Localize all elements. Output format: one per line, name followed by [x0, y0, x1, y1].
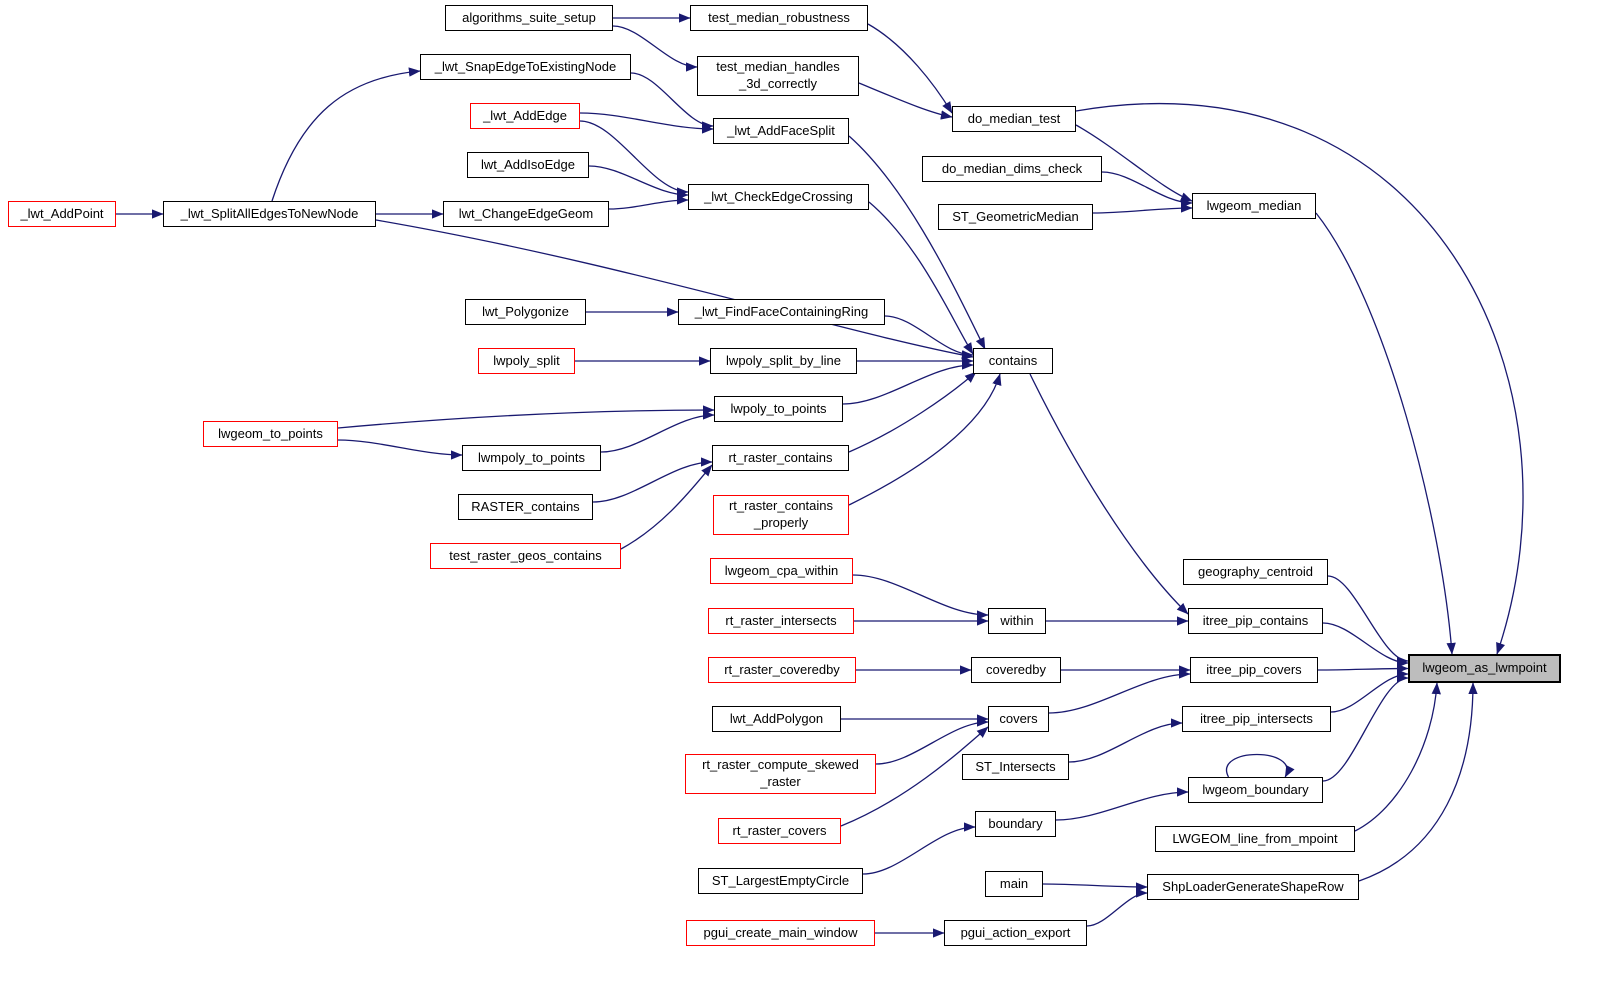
edge-itree_pip_covers-to-lwgeom_as_lwmpoint: [1317, 663, 1409, 674]
graph-node-lwt_AddPoint[interactable]: _lwt_AddPoint: [8, 201, 116, 227]
edge-lwgeom_cpa_within-to-within: [852, 574, 989, 620]
edge-test_raster_geos_contains-to-rt_raster_contains: [620, 464, 713, 550]
graph-node-main[interactable]: main: [985, 871, 1043, 897]
edge-do_median_test-to-lwgeom_median: [1075, 124, 1193, 202]
graph-node-lwt_SnapEdgeToExistingNode[interactable]: _lwt_SnapEdgeToExistingNode: [420, 54, 631, 80]
graph-node-test_median_handles_3d[interactable]: test_median_handles _3d_correctly: [697, 56, 859, 96]
graph-node-rt_raster_coveredby[interactable]: rt_raster_coveredby: [708, 657, 856, 683]
edge-rt_raster_compute_skewed_raster-to-covers: [875, 717, 989, 765]
graph-node-lwpoly_split_by_line[interactable]: lwpoly_split_by_line: [710, 348, 857, 374]
graph-node-pgui_create_main_window[interactable]: pgui_create_main_window: [686, 920, 875, 946]
edge-lwgeom_boundary-to-lwgeom_as_lwmpoint: [1322, 673, 1409, 782]
edge-rt_raster_covers-to-covers: [840, 726, 989, 827]
edge-do_median_dims_check-to-lwgeom_median: [1101, 171, 1193, 208]
edge-do_median_test-to-lwgeom_as_lwmpoint: [1075, 103, 1524, 655]
edge-lwgeom_to_points-to-lwpoly_to_points: [337, 405, 715, 429]
graph-node-LWGEOM_line_from_mpoint[interactable]: LWGEOM_line_from_mpoint: [1155, 826, 1355, 852]
edge-test_median_handles_3d-to-do_median_test: [858, 82, 953, 120]
edge-pgui_action_export-to-ShpLoaderGenerateShapeRow: [1086, 888, 1148, 927]
edge-algorithms_suite_setup-to-test_median_handles_3d: [612, 25, 698, 72]
graph-node-do_median_dims_check[interactable]: do_median_dims_check: [922, 156, 1102, 182]
edge-lwgeom_boundary-to-lwgeom_boundary: [1225, 753, 1295, 778]
graph-node-lwt_SplitAllEdgesToNewNode[interactable]: _lwt_SplitAllEdgesToNewNode: [163, 201, 376, 227]
edge-lwgeom_to_points-to-lwmpoly_to_points: [337, 439, 463, 460]
graph-node-lwpoly_split[interactable]: lwpoly_split: [478, 348, 575, 374]
graph-node-rt_raster_contains[interactable]: rt_raster_contains: [712, 445, 849, 471]
edge-lwpoly_to_points-to-contains: [842, 360, 974, 405]
graph-node-rt_raster_covers[interactable]: rt_raster_covers: [718, 818, 841, 844]
edge-covers-to-itree_pip_covers: [1048, 669, 1191, 714]
edge-lwmpoly_to_points-to-lwpoly_to_points: [600, 410, 715, 453]
graph-node-RASTER_contains[interactable]: RASTER_contains: [458, 494, 593, 520]
edge-rt_raster_contains_properly-to-contains: [848, 373, 1002, 506]
graph-node-ST_LargestEmptyCircle[interactable]: ST_LargestEmptyCircle: [698, 868, 863, 894]
graph-node-ST_Intersects[interactable]: ST_Intersects: [962, 754, 1069, 780]
edge-lwt_SnapEdgeToExistingNode-to-lwt_AddFaceSplit: [630, 72, 714, 131]
graph-node-coveredby[interactable]: coveredby: [971, 657, 1061, 683]
edge-ST_GeometricMedian-to-lwgeom_median: [1092, 203, 1193, 214]
edge-lwt_AddFaceSplit-to-contains: [848, 135, 986, 350]
edge-lwt_CheckEdgeCrossing-to-contains: [868, 201, 974, 355]
graph-node-do_median_test[interactable]: do_median_test: [952, 106, 1076, 132]
graph-node-itree_pip_covers[interactable]: itree_pip_covers: [1190, 657, 1318, 683]
graph-node-lwgeom_boundary[interactable]: lwgeom_boundary: [1188, 777, 1323, 803]
graph-node-covers[interactable]: covers: [988, 706, 1049, 732]
graph-node-lwt_AddFaceSplit[interactable]: _lwt_AddFaceSplit: [713, 118, 849, 144]
edge-lwt_AddEdge-to-lwt_AddFaceSplit: [579, 112, 714, 134]
graph-node-ST_GeometricMedian[interactable]: ST_GeometricMedian: [938, 204, 1093, 230]
graph-node-rt_raster_contains_properly[interactable]: rt_raster_contains _properly: [713, 495, 849, 535]
graph-node-algorithms_suite_setup[interactable]: algorithms_suite_setup: [445, 5, 613, 31]
graph-node-lwgeom_median[interactable]: lwgeom_median: [1192, 193, 1316, 219]
graph-node-lwt_CheckEdgeCrossing[interactable]: _lwt_CheckEdgeCrossing: [688, 184, 869, 210]
graph-node-lwt_AddPolygon[interactable]: lwt_AddPolygon: [712, 706, 841, 732]
edge-boundary-to-lwgeom_boundary: [1055, 787, 1189, 821]
graph-node-test_median_robustness[interactable]: test_median_robustness: [690, 5, 868, 31]
graph-node-itree_pip_intersects[interactable]: itree_pip_intersects: [1182, 706, 1331, 732]
graph-node-lwt_ChangeEdgeGeom[interactable]: lwt_ChangeEdgeGeom: [443, 201, 609, 227]
edge-main-to-ShpLoaderGenerateShapeRow: [1042, 882, 1148, 892]
edge-lwt_FindFaceContainingRing-to-contains: [884, 315, 974, 360]
graph-node-rt_raster_intersects[interactable]: rt_raster_intersects: [708, 608, 854, 634]
graph-node-lwt_AddIsoEdge[interactable]: lwt_AddIsoEdge: [467, 152, 589, 178]
edge-lwt_SplitAllEdgesToNewNode-to-contains: [375, 219, 974, 360]
graph-node-lwt_FindFaceContainingRing[interactable]: _lwt_FindFaceContainingRing: [678, 299, 885, 325]
graph-node-geography_centroid[interactable]: geography_centroid: [1183, 559, 1328, 585]
edge-itree_pip_contains-to-lwgeom_as_lwmpoint: [1322, 622, 1409, 668]
graph-node-boundary[interactable]: boundary: [975, 811, 1056, 837]
edge-ST_LargestEmptyCircle-to-boundary: [862, 822, 976, 875]
graph-node-pgui_action_export[interactable]: pgui_action_export: [944, 920, 1087, 946]
graph-node-lwpoly_to_points[interactable]: lwpoly_to_points: [714, 396, 843, 422]
edge-ShpLoaderGenerateShapeRow-to-lwgeom_as_lwmpoint: [1358, 682, 1478, 882]
edge-geography_centroid-to-lwgeom_as_lwmpoint: [1327, 575, 1409, 666]
edge-lwt_AddEdge-to-lwt_CheckEdgeCrossing: [579, 120, 689, 197]
edge-contains-to-itree_pip_contains: [1029, 373, 1189, 615]
edge-ST_Intersects-to-itree_pip_intersects: [1068, 718, 1183, 763]
edge-LWGEOM_line_from_mpoint-to-lwgeom_as_lwmpoint: [1354, 682, 1441, 832]
edge-test_median_robustness-to-do_median_test: [867, 23, 953, 114]
edge-itree_pip_intersects-to-lwgeom_as_lwmpoint: [1330, 669, 1409, 713]
graph-node-lwgeom_to_points[interactable]: lwgeom_to_points: [203, 421, 338, 447]
graph-node-lwmpoly_to_points[interactable]: lwmpoly_to_points: [462, 445, 601, 471]
graph-node-rt_raster_compute_skewed_raster[interactable]: rt_raster_compute_skewed _raster: [685, 754, 876, 794]
edge-lwt_AddIsoEdge-to-lwt_CheckEdgeCrossing: [588, 165, 689, 200]
graph-node-lwgeom_cpa_within[interactable]: lwgeom_cpa_within: [710, 558, 853, 584]
edge-lwt_ChangeEdgeGeom-to-lwt_CheckEdgeCrossing: [608, 195, 689, 210]
graph-node-lwgeom_as_lwmpoint: lwgeom_as_lwmpoint: [1408, 654, 1561, 683]
edge-lwt_SplitAllEdgesToNewNode-to-lwt_SnapEdgeToExistingNode: [271, 67, 421, 202]
graph-node-ShpLoaderGenerateShapeRow[interactable]: ShpLoaderGenerateShapeRow: [1147, 874, 1359, 900]
graph-node-within[interactable]: within: [988, 608, 1046, 634]
edge-lwgeom_median-to-lwgeom_as_lwmpoint: [1315, 212, 1456, 655]
graph-node-lwt_Polygonize[interactable]: lwt_Polygonize: [465, 299, 586, 325]
graph-node-contains[interactable]: contains: [973, 348, 1053, 374]
edge-RASTER_contains-to-rt_raster_contains: [592, 457, 713, 503]
edge-rt_raster_contains-to-contains: [848, 371, 977, 453]
graph-node-itree_pip_contains[interactable]: itree_pip_contains: [1188, 608, 1323, 634]
graph-node-lwt_AddEdge[interactable]: _lwt_AddEdge: [470, 103, 580, 129]
graph-node-test_raster_geos_contains[interactable]: test_raster_geos_contains: [430, 543, 621, 569]
